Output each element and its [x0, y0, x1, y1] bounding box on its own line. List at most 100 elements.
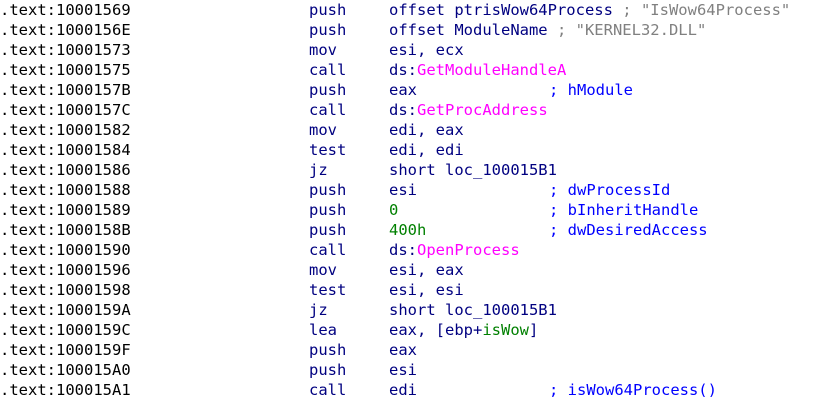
mnemonic: jz [309, 301, 328, 319]
mnemonic: call [309, 61, 347, 79]
operand-text: short loc_100015B1 [389, 161, 557, 179]
comment: ; dwProcessId [549, 181, 671, 199]
operands[interactable]: short loc_100015B1 [389, 160, 557, 180]
operand-text: esi [389, 181, 417, 199]
address-label: .text:1000157C [0, 101, 131, 119]
address-label: .text:1000158B [0, 221, 131, 239]
operand-text: ds: [389, 101, 417, 119]
mnemonic: test [309, 281, 347, 299]
address-label: .text:1000159C [0, 321, 131, 339]
disasm-line[interactable]: .text:1000158B push 400h ; dwDesiredAccess [0, 220, 823, 240]
address-label: .text:10001584 [0, 141, 131, 159]
operand-text: eax, [ebp+ [389, 321, 483, 339]
operands[interactable]: eax, [ebp+isWow] [389, 320, 538, 340]
mnemonic: jz [309, 161, 328, 179]
disasm-line[interactable]: .text:10001584 test edi, edi [0, 140, 823, 160]
operands[interactable]: edi, edi [389, 140, 464, 160]
disasm-line[interactable]: .text:1000157C call ds:GetProcAddress [0, 100, 823, 120]
disasm-line[interactable]: .text:10001575 call ds:GetModuleHandleA [0, 60, 823, 80]
operands[interactable]: ds:GetProcAddress [389, 100, 548, 120]
disasm-line[interactable]: .text:10001573 mov esi, ecx [0, 40, 823, 60]
address-label: .text:10001575 [0, 61, 131, 79]
operand-text: esi [389, 361, 417, 379]
operands[interactable]: eax [389, 340, 417, 360]
address-label: .text:10001588 [0, 181, 131, 199]
operand-text: edi, eax [389, 121, 464, 139]
operand-text: offset ptrisWow64Process [389, 1, 623, 19]
disasm-line[interactable]: .text:10001590 call ds:OpenProcess [0, 240, 823, 260]
import-name[interactable]: OpenProcess [417, 241, 520, 259]
address-label: .text:10001596 [0, 261, 131, 279]
operands[interactable]: esi [389, 180, 417, 200]
operands[interactable]: offset ptrisWow64Process ; "IsWow64Proce… [389, 0, 790, 20]
operands[interactable]: 400h [389, 220, 426, 240]
operand-text: esi, eax [389, 261, 464, 279]
address-label: .text:10001590 [0, 241, 131, 259]
operands[interactable]: esi, ecx [389, 40, 464, 60]
import-name[interactable]: GetModuleHandleA [417, 61, 567, 79]
mnemonic: lea [309, 321, 337, 339]
address-label: .text:10001586 [0, 161, 131, 179]
disasm-line[interactable]: .text:1000156E push offset ModuleName ; "K… [0, 20, 823, 40]
mnemonic: push [309, 201, 347, 219]
operand-text: eax [389, 81, 417, 99]
operands[interactable]: short loc_100015B1 [389, 300, 557, 320]
comment: ; dwDesiredAccess [549, 221, 708, 239]
comment: ; bInheritHandle [549, 201, 699, 219]
disasm-line[interactable]: .text:10001589 push 0 ; bInheritHandle [0, 200, 823, 220]
operand-text: isWow [482, 321, 529, 339]
operand-text: offset ModuleName [389, 21, 557, 39]
mnemonic: call [309, 381, 347, 399]
mnemonic: push [309, 361, 347, 379]
string-comment: ; "KERNEL32.DLL" [556, 21, 707, 39]
operand-text: ds: [389, 61, 417, 79]
operands[interactable]: ds:OpenProcess [389, 240, 520, 260]
mnemonic: push [309, 221, 347, 239]
operand-text: esi, esi [389, 281, 464, 299]
operand-text: ds: [389, 241, 417, 259]
operands[interactable]: eax [389, 80, 417, 100]
address-label: .text:10001573 [0, 41, 131, 59]
immediate-value: 400h [389, 221, 427, 239]
mnemonic: mov [309, 261, 337, 279]
disasm-line[interactable]: .text:1000159F push eax [0, 340, 823, 360]
address-label: .text:1000159F [0, 341, 131, 359]
mnemonic: call [309, 101, 347, 119]
disasm-line[interactable]: .text:100015A1 call edi ; isWow64Process() [0, 380, 823, 400]
operand-text: edi [389, 381, 417, 399]
mnemonic: push [309, 341, 347, 359]
operands[interactable]: esi [389, 360, 417, 380]
immediate-value: 0 [389, 201, 399, 219]
address-label: .text:1000159A [0, 301, 131, 319]
mnemonic: push [309, 1, 347, 19]
operands[interactable]: offset ModuleName ; "KERNEL32.DLL" [389, 20, 706, 40]
comment: ; isWow64Process() [549, 381, 717, 399]
disasm-line[interactable]: .text:1000159C lea eax, [ebp+isWow] [0, 320, 823, 340]
disasm-line[interactable]: .text:10001596 mov esi, eax [0, 260, 823, 280]
mnemonic: push [309, 81, 347, 99]
operands[interactable]: 0 [389, 200, 398, 220]
mnemonic: call [309, 241, 347, 259]
import-name[interactable]: GetProcAddress [417, 101, 548, 119]
operands[interactable]: ds:GetModuleHandleA [389, 60, 566, 80]
string-comment: ; "IsWow64Process" [622, 1, 791, 19]
address-label: .text:100015A1 [0, 381, 131, 399]
disasm-line[interactable]: .text:10001586 jz short loc_100015B1 [0, 160, 823, 180]
mnemonic: push [309, 21, 347, 39]
disasm-line[interactable]: .text:1000159A jz short loc_100015B1 [0, 300, 823, 320]
operands[interactable]: esi, eax [389, 260, 464, 280]
mnemonic: mov [309, 41, 337, 59]
mnemonic: test [309, 141, 347, 159]
address-label: .text:10001589 [0, 201, 131, 219]
operands[interactable]: esi, esi [389, 280, 464, 300]
address-label: .text:1000156E [0, 21, 131, 39]
operands[interactable]: edi, eax [389, 120, 464, 140]
operands[interactable]: edi [389, 380, 417, 400]
